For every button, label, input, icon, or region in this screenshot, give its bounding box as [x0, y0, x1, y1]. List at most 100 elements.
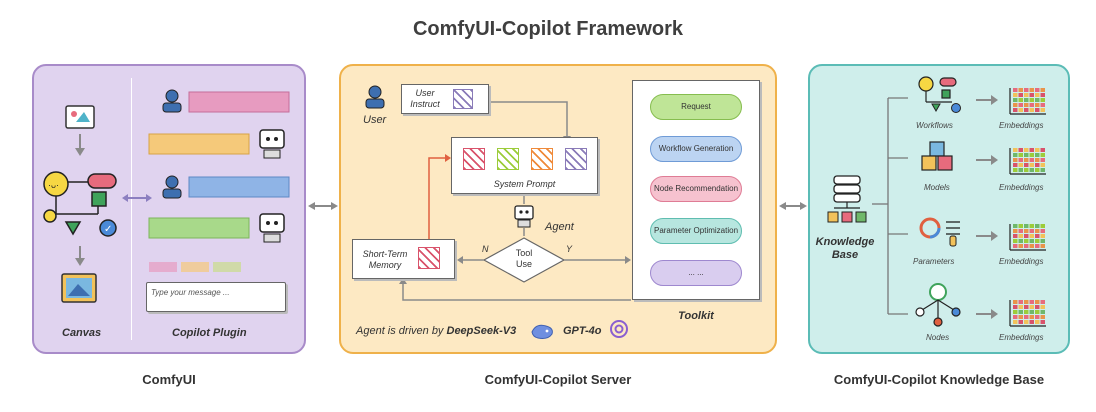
embedding-cell	[1029, 153, 1034, 157]
embedding-cell	[1029, 244, 1034, 248]
embedding-cell	[1013, 153, 1018, 157]
embedding-cell	[1040, 310, 1045, 314]
model-gpt4o: GPT-4o	[563, 325, 602, 337]
embedding-cell	[1040, 224, 1045, 228]
prompt-hatch-4	[565, 148, 587, 170]
prompt-hatch-3	[531, 148, 553, 170]
nodes-icon	[915, 283, 961, 327]
embedding-cell	[1029, 224, 1034, 228]
embedding-cell	[1018, 320, 1023, 324]
deepseek-whale-icon	[531, 324, 553, 339]
message-input[interactable]: Type your message ...	[146, 282, 286, 312]
user-instruct-label: User Instruct	[410, 88, 440, 109]
embedding-cell	[1024, 224, 1029, 228]
embedding-cell	[1018, 93, 1023, 97]
embedding-arrows	[976, 95, 998, 319]
image-icon	[65, 105, 95, 129]
models-icon	[921, 141, 953, 171]
comfyui-caption: ComfyUI	[142, 372, 196, 387]
embedding-cell	[1035, 158, 1040, 162]
tool-use-label: Tool Use	[515, 248, 533, 269]
embedding-cell	[1024, 158, 1029, 162]
embedding-cell	[1024, 320, 1029, 324]
embedding-cell	[1040, 320, 1045, 324]
embedding-grid-icon	[1009, 224, 1046, 251]
canvas-plugin-arrow	[122, 194, 152, 202]
embedding-cell	[1040, 163, 1045, 167]
embedding-cell	[1035, 310, 1040, 314]
embedding-cell	[1029, 310, 1034, 314]
embedding-cell	[1035, 98, 1040, 102]
embedding-cell	[1040, 168, 1045, 172]
toolkit-label: Toolkit	[678, 310, 714, 322]
prompt-hatch-1	[463, 148, 485, 170]
embedding-cell	[1024, 239, 1029, 243]
embedding-cell	[1018, 158, 1023, 162]
embedding-cell	[1024, 153, 1029, 157]
embedding-cell	[1040, 148, 1045, 152]
embedding-cell	[1035, 103, 1040, 107]
embedding-cell	[1024, 168, 1029, 172]
embedding-cell	[1013, 168, 1018, 172]
embedding-cell	[1029, 320, 1034, 324]
embedding-cell	[1018, 300, 1023, 304]
embedding-cell	[1013, 158, 1018, 162]
embedding-cell	[1035, 88, 1040, 92]
toolkit-item-parameter-optimization: Parameter Optimization	[650, 218, 742, 244]
database-icon	[827, 175, 867, 223]
embedding-cell	[1029, 239, 1034, 243]
embeddings-label-2: Embeddings	[999, 183, 1044, 192]
embedding-cell	[1040, 229, 1045, 233]
parameters-icon	[919, 217, 960, 247]
workflows-icon	[918, 76, 961, 113]
embedding-grid-parameters	[1008, 222, 1048, 257]
embedding-cell	[1024, 103, 1029, 107]
panel-divider	[131, 78, 132, 340]
embedding-cell	[1029, 103, 1034, 107]
canvas-label: Canvas	[62, 327, 102, 339]
yes-label: Y	[566, 244, 573, 254]
embedding-cell	[1018, 229, 1023, 233]
embedding-cell	[1018, 315, 1023, 319]
system-prompt-label: System Prompt	[493, 179, 556, 189]
embedding-cell	[1024, 93, 1029, 97]
agent-robot-icon	[514, 205, 534, 228]
driven-by-prefix: Agent is driven by	[356, 325, 444, 337]
embedding-cell	[1018, 234, 1023, 238]
embedding-cell	[1029, 300, 1034, 304]
embedding-grid-workflows	[1008, 86, 1048, 121]
embedding-cell	[1018, 224, 1023, 228]
embedding-cell	[1040, 88, 1045, 92]
embedding-cell	[1040, 93, 1045, 97]
embedding-cell	[1024, 88, 1029, 92]
server-user-label: User	[363, 114, 387, 126]
embedding-cell	[1040, 108, 1045, 112]
embedding-cell	[1035, 234, 1040, 238]
embedding-cell	[1029, 158, 1034, 162]
embeddings-label-3: Embeddings	[999, 257, 1044, 266]
agent-label: Agent	[545, 221, 574, 233]
embedding-grid-nodes	[1008, 298, 1048, 333]
parameters-label: Parameters	[913, 257, 955, 266]
svg-text:·ᴗ·: ·ᴗ·	[48, 180, 59, 190]
toolkit-item-request: Request	[650, 94, 742, 120]
embedding-cell	[1024, 98, 1029, 102]
embedding-cell	[1018, 108, 1023, 112]
embedding-grid-icon	[1009, 88, 1046, 115]
knowledge-base-label: Knowledge Base	[815, 236, 875, 261]
embedding-cell	[1035, 153, 1040, 157]
user-icon-2	[162, 175, 182, 199]
middle-right-connector	[779, 202, 807, 210]
embedding-cell	[1013, 310, 1018, 314]
copilot-plugin-chat	[148, 89, 290, 272]
embedding-cell	[1029, 305, 1034, 309]
canvas-illustration: ·ᴗ· ✓	[43, 105, 152, 303]
embedding-cell	[1040, 315, 1045, 319]
embedding-cell	[1024, 305, 1029, 309]
knowledge-base-diagram	[827, 76, 998, 327]
embedding-cell	[1018, 148, 1023, 152]
embedding-cell	[1018, 163, 1023, 167]
embedding-cell	[1024, 108, 1029, 112]
toolkit-item-more: ... ...	[650, 260, 742, 286]
embedding-cell	[1013, 148, 1018, 152]
